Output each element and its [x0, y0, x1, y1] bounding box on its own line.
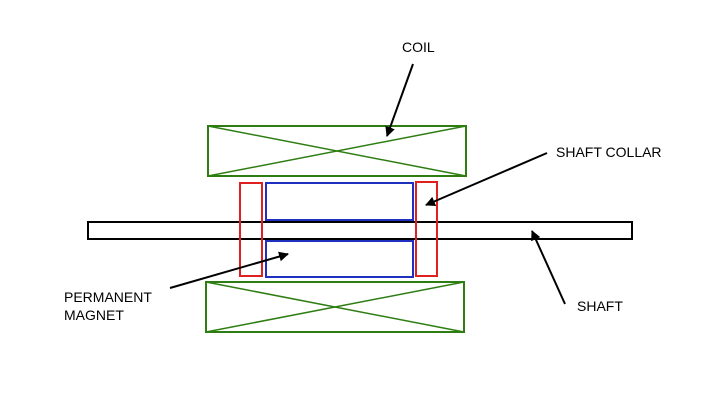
coil-lower	[205, 281, 465, 333]
coil-upper-cross-b	[207, 125, 467, 177]
coil-lower-box	[205, 281, 465, 333]
permanent-magnet-lower	[265, 240, 414, 278]
coil-upper	[207, 125, 467, 177]
permanent-magnet-label-line1: PERMANENT	[64, 289, 152, 305]
coil-upper-box	[207, 125, 467, 177]
permanent-magnet-label-line2: MAGNET	[64, 307, 124, 323]
shaft	[87, 221, 633, 240]
permanent-magnet-leader-arrow	[169, 251, 289, 289]
shaft-collar-left	[239, 182, 263, 277]
permanent-magnet-upper	[265, 182, 414, 221]
shaft-leader-arrow	[531, 230, 566, 305]
shaft-label: SHAFT	[577, 298, 623, 314]
coil-leader-arrow	[385, 63, 414, 137]
shaft-collar-right	[415, 181, 438, 277]
shaft-collar-label: SHAFT COLLAR	[556, 144, 662, 160]
coil-lower-cross-b	[205, 281, 465, 333]
shaft-collar-leader-arrow	[425, 152, 548, 207]
coil-label: COIL	[402, 39, 435, 55]
